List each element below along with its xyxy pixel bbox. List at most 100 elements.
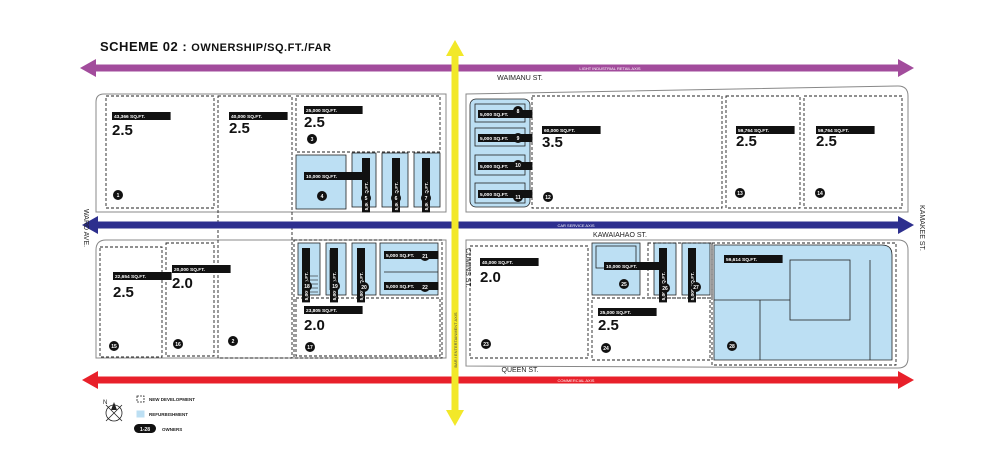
parcel-28: 59,614 SQ.FT.28 xyxy=(724,255,783,351)
owner-number: 5 xyxy=(365,196,368,202)
owner-number: 21 xyxy=(422,254,428,260)
parcel-26: 5,000 SQ.FT.26 xyxy=(659,247,670,303)
owner-marker xyxy=(113,190,123,200)
block-outline-sw xyxy=(95,239,447,359)
parcel-sqft-tag xyxy=(478,190,533,198)
parcel-sqft-tag xyxy=(113,272,172,280)
parcel-sqft-tag xyxy=(384,251,439,259)
parcel-13-outline xyxy=(725,95,801,209)
parcel-sqft-tag xyxy=(542,126,601,134)
owner-marker xyxy=(420,282,430,292)
parcel-3-outline xyxy=(295,95,441,153)
parcel-sqft-tag xyxy=(112,112,171,120)
parcel-11: 5,000 SQ.FT.11 xyxy=(478,190,533,202)
parcel-21: 5,000 SQ.FT.21 xyxy=(384,251,439,261)
owner-marker xyxy=(619,279,629,289)
parcel-far: 2.5 xyxy=(304,114,325,131)
owner-number: 6 xyxy=(395,196,398,202)
owner-number: 28 xyxy=(729,344,735,350)
owner-number: 12 xyxy=(545,195,551,201)
parcel-far: 2.5 xyxy=(112,122,133,139)
parcel-2: 40,000 SQ.FT.2.52 xyxy=(228,112,288,346)
legend-owners-label: OWNERS xyxy=(162,427,182,432)
legend-refurbishment-label: REFURBISHMENT xyxy=(149,412,188,417)
parcel-sqft-text: 5,000 SQ.FT. xyxy=(480,112,508,118)
parcel-6: 5,000 SQ.FT.6 xyxy=(391,157,401,213)
parcel-sqft-tag xyxy=(384,282,439,290)
owner-number: 1 xyxy=(117,193,120,199)
parcel-4: 10,000 SQ.FT.4 xyxy=(304,172,363,201)
street-queen: QUEEN ST. xyxy=(502,367,539,374)
owner-number: 22 xyxy=(422,285,428,291)
parcel-16-outline xyxy=(165,242,215,357)
owner-marker xyxy=(330,281,340,291)
parcel-far: 2.5 xyxy=(816,133,837,150)
parcel-12-outline xyxy=(531,95,723,209)
parcel-sqft-text: 40,000 SQ.FT. xyxy=(482,260,513,266)
owner-number: 10 xyxy=(515,163,521,169)
owner-marker xyxy=(513,133,523,143)
parcel-15: 22,654 SQ.FT.2.515 xyxy=(109,272,172,351)
street-cumins: CUMINS ST. xyxy=(464,248,471,288)
owner-marker xyxy=(601,343,611,353)
parcel-28-fill xyxy=(713,244,893,361)
owner-marker xyxy=(727,341,737,351)
parcel-sqft-text: 40,000 SQ.FT. xyxy=(231,114,262,120)
parcel-1: 43,366 SQ.FT.2.51 xyxy=(112,112,171,200)
owner-marker xyxy=(513,192,523,202)
owner-marker xyxy=(359,282,369,292)
owner-number: 15 xyxy=(111,344,117,350)
owner-number: 7 xyxy=(425,196,428,202)
legend-new-development-label: NEW DEVELOPMENT xyxy=(149,397,195,402)
block-outline-ne xyxy=(465,85,909,213)
parcel-sqft-text: 5,000 SQ.FT. xyxy=(480,136,508,142)
owner-marker xyxy=(307,134,317,144)
owner-marker xyxy=(302,281,312,291)
parcel-sqft-tag xyxy=(598,308,657,316)
parcel-16: 20,000 SQ.FT.2.016 xyxy=(172,265,231,349)
parcel-sqft-text: 20,000 SQ.FT. xyxy=(174,267,205,273)
parcel-sqft-tag: 5,000 SQ.FT. xyxy=(357,247,365,303)
commercial-axis-label: COMMERCIAL AXIS xyxy=(558,378,595,383)
owner-marker xyxy=(305,342,315,352)
legend-owners-key-label: 1-28 xyxy=(140,427,150,433)
owner-number: 9 xyxy=(517,136,520,142)
parcel-far: 2.5 xyxy=(736,133,757,150)
parcel-25: 10,000 SQ.FT.25 xyxy=(604,262,663,289)
north-label: N xyxy=(103,400,107,406)
legend-new-development-swatch xyxy=(136,395,145,403)
parcel-sqft-tag xyxy=(478,162,533,170)
parcel-sqft-text: 10,000 SQ.FT. xyxy=(306,174,337,180)
parcel-sqft-tag: 5,000 SQ.FT. xyxy=(422,157,430,213)
car-service-axis-label: CAR SERVICE AXIS xyxy=(557,223,594,228)
owner-marker xyxy=(513,106,523,116)
owner-marker xyxy=(228,336,238,346)
block-outline-se xyxy=(465,239,909,369)
owner-marker xyxy=(815,188,825,198)
parcel-sqft-tag xyxy=(604,262,663,270)
owner-marker xyxy=(660,283,670,293)
owner-number: 24 xyxy=(603,346,609,352)
legend-refurbishment-swatch xyxy=(136,410,145,418)
parcel-3: 25,000 SQ.FT.2.53 xyxy=(304,106,363,144)
owner-marker xyxy=(173,339,183,349)
parcel-sqft-tag: 5,000 SQ.FT. xyxy=(362,157,370,213)
parcel-5: 5,000 SQ.FT.5 xyxy=(361,157,371,213)
parcel-19: 5,000 SQ.FT.19 xyxy=(330,247,340,303)
owner-marker xyxy=(691,282,701,292)
owner-number: 11 xyxy=(515,195,521,201)
parcel-sqft-tag xyxy=(172,265,231,273)
parcel-9: 5,000 SQ.FT. 9 xyxy=(478,133,533,143)
commercial-axis: COMMERCIAL AXIS xyxy=(82,371,914,389)
north-arrow-icon: N xyxy=(103,400,123,422)
parcel-sqft-tag xyxy=(304,172,363,180)
owner-marker xyxy=(361,193,371,203)
owner-number: 14 xyxy=(817,191,823,197)
parcel-sqft-text: 5,000 SQ.FT. xyxy=(386,284,414,290)
legend: N NEW DEVELOPMENT REFURBISHMENT 1-28 OWN… xyxy=(103,395,195,433)
owner-number: 23 xyxy=(483,342,489,348)
parcel-sqft-text: 60,000 SQ.FT. xyxy=(544,128,575,134)
light-industrial-axis-label: LIGHT INDUSTRIAL RETAIL AXIS xyxy=(579,66,640,71)
